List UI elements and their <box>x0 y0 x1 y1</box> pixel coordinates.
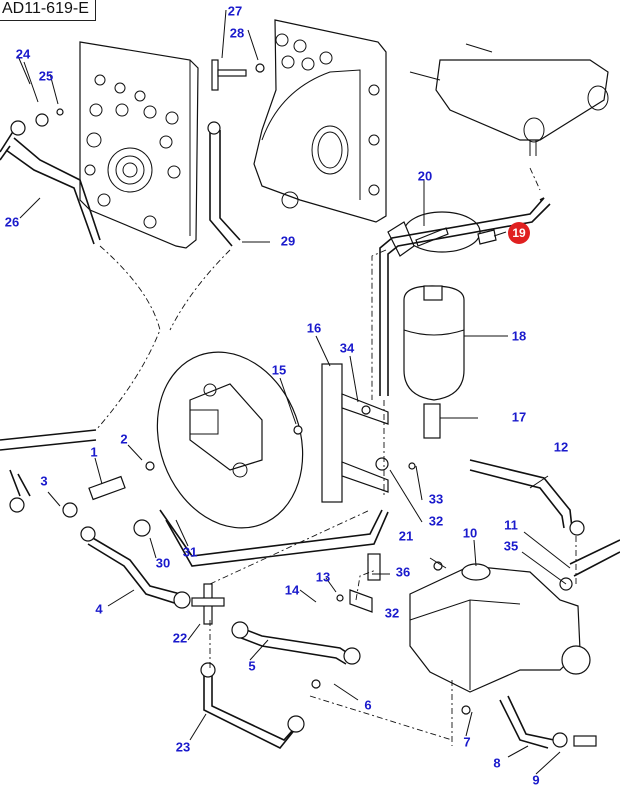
callout-35[interactable]: 35 <box>503 538 519 554</box>
callout-34[interactable]: 34 <box>339 340 355 356</box>
mounting-plate <box>156 351 304 529</box>
control-valve-top <box>409 43 609 156</box>
callout-28[interactable]: 28 <box>229 25 245 41</box>
callout-17[interactable]: 17 <box>511 409 527 425</box>
valve-block <box>409 563 591 693</box>
callout-29[interactable]: 29 <box>280 233 296 249</box>
callout-11[interactable]: 11 <box>504 517 518 533</box>
callout-19-highlighted[interactable]: 19 <box>508 222 530 244</box>
callout-18[interactable]: 18 <box>511 328 527 344</box>
leader-lines <box>17 9 571 775</box>
callout-32-upper[interactable]: 32 <box>428 513 444 529</box>
callout-1[interactable]: 1 <box>90 444 98 460</box>
callout-26[interactable]: 26 <box>4 214 20 230</box>
callout-16[interactable]: 16 <box>306 320 322 336</box>
callout-36[interactable]: 36 <box>395 564 411 580</box>
callout-27[interactable]: 27 <box>227 3 243 19</box>
callout-8[interactable]: 8 <box>493 755 501 771</box>
callout-31[interactable]: 31 <box>182 544 198 560</box>
callout-5[interactable]: 5 <box>248 658 256 674</box>
callout-10[interactable]: 10 <box>462 525 478 541</box>
callout-7[interactable]: 7 <box>463 734 471 750</box>
callout-21[interactable]: 21 <box>398 528 414 544</box>
reference-code-box: AD11-619-E <box>0 0 96 21</box>
callout-22[interactable]: 22 <box>172 630 188 646</box>
callout-15[interactable]: 15 <box>271 362 287 378</box>
clamp <box>387 211 497 257</box>
callout-13[interactable]: 13 <box>315 569 331 585</box>
callout-12[interactable]: 12 <box>553 439 569 455</box>
fittings <box>9 59 597 748</box>
callout-3[interactable]: 3 <box>40 473 48 489</box>
callout-25[interactable]: 25 <box>38 68 54 84</box>
callout-24[interactable]: 24 <box>15 46 31 62</box>
assembly-lines <box>95 167 577 746</box>
callout-14[interactable]: 14 <box>284 582 300 598</box>
pump-housing <box>253 19 387 223</box>
valve-plate-left <box>79 41 199 249</box>
callout-30[interactable]: 30 <box>155 555 171 571</box>
callout-4[interactable]: 4 <box>95 601 103 617</box>
callout-2[interactable]: 2 <box>120 431 128 447</box>
tubes <box>0 129 620 750</box>
callout-32-lower[interactable]: 32 <box>384 605 400 621</box>
callout-20[interactable]: 20 <box>417 168 433 184</box>
callout-23[interactable]: 23 <box>175 739 191 755</box>
callout-33[interactable]: 33 <box>428 491 444 507</box>
callout-9[interactable]: 9 <box>532 772 540 788</box>
accumulator <box>403 285 465 439</box>
callout-6[interactable]: 6 <box>364 697 372 713</box>
